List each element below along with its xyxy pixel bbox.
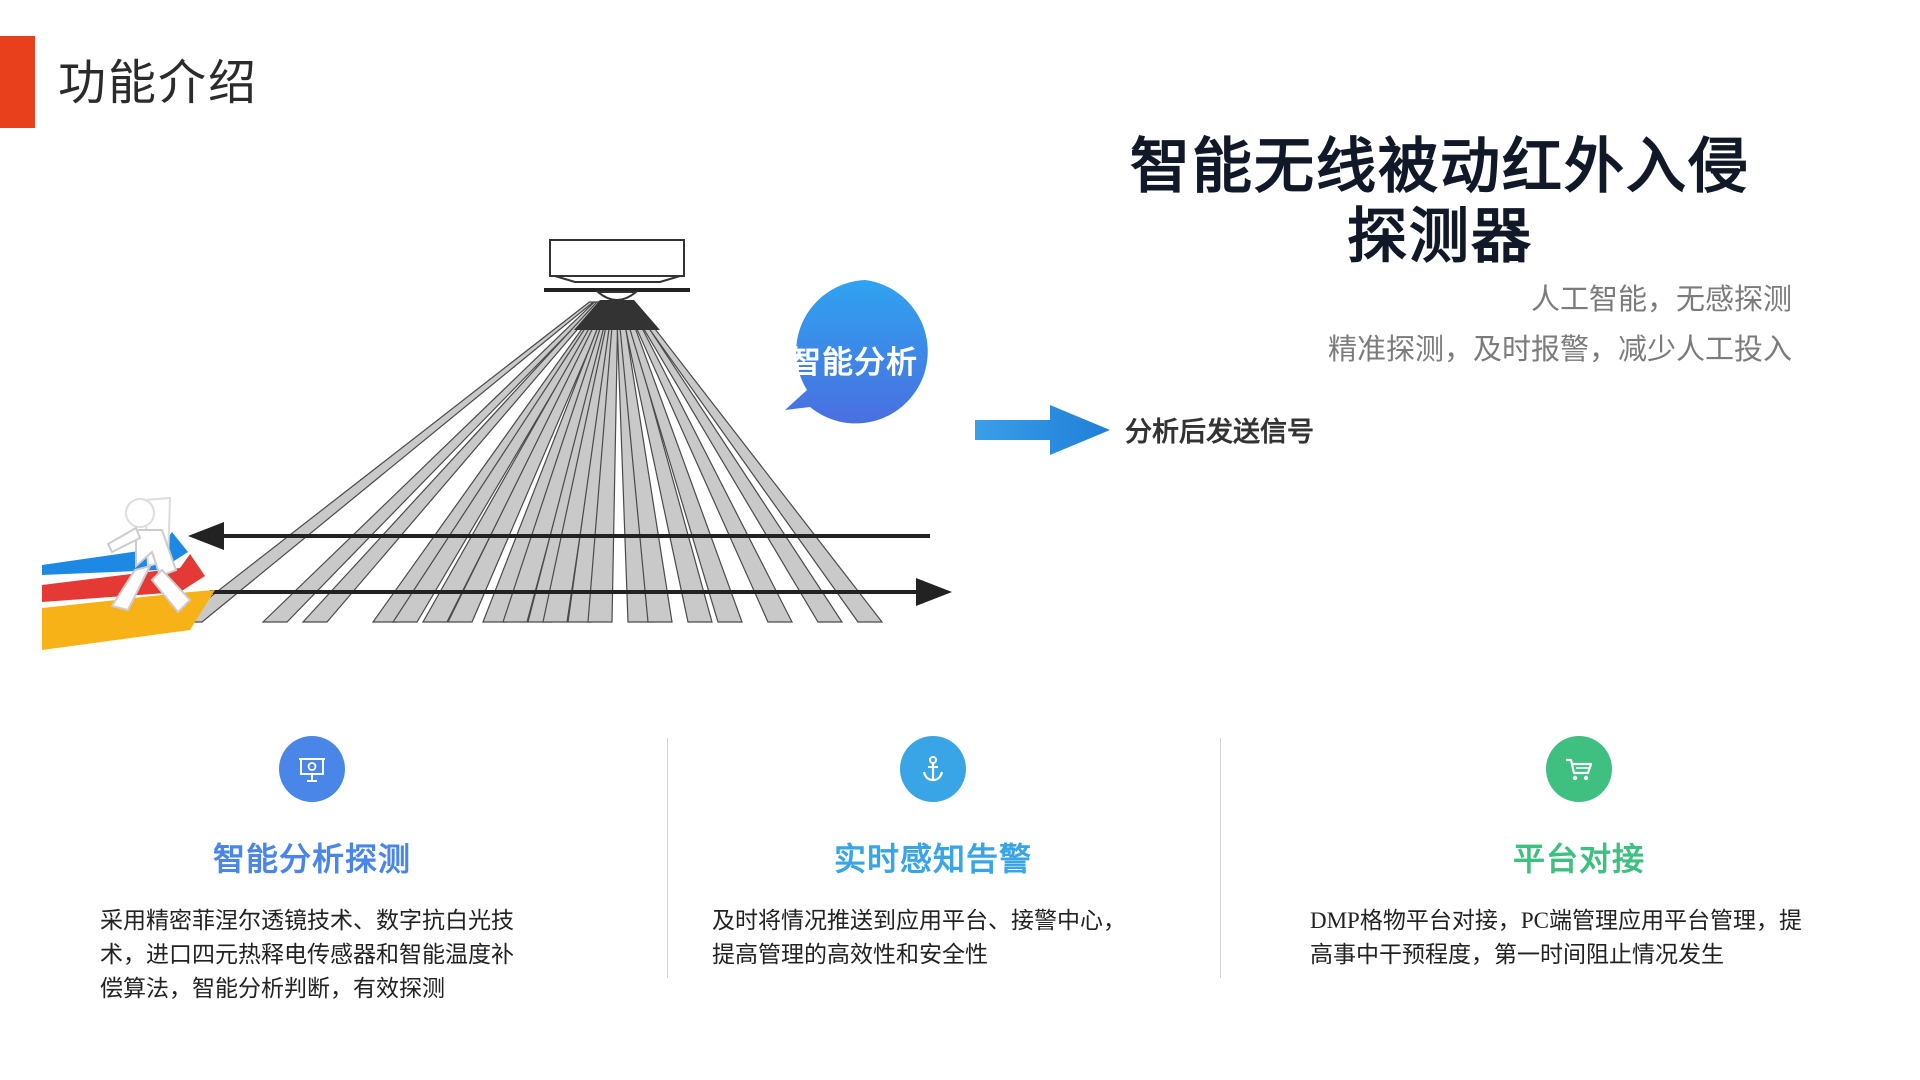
feature-desc-line: 提高管理的高效性和安全性 — [712, 942, 988, 968]
feature-desc-line: 采用精密菲涅尔透镜技术、数字抗白光技 — [100, 908, 514, 934]
feature-desc-line: 及时将情况推送到应用平台、接警中心， — [712, 908, 1126, 934]
feature-title-platform: 平台对接 — [1512, 840, 1645, 878]
column-divider — [1220, 738, 1221, 978]
column-divider — [667, 738, 668, 978]
signal-label: 分析后发送信号 — [1125, 417, 1314, 448]
beam-fan — [176, 300, 884, 623]
feature-desc-line: 术，进口四元热释电传感器和智能温度补 — [100, 942, 514, 968]
detector-diagram-svg — [42, 239, 1110, 650]
send-arrow-icon — [975, 405, 1110, 455]
feature-desc-analysis: 采用精密菲涅尔透镜技术、数字抗白光技 术，进口四元热释电传感器和智能温度补 偿算… — [100, 904, 620, 1006]
bubble-label: 智能分析 — [790, 345, 918, 381]
running-person-icon — [42, 496, 215, 650]
feature-title-alarm: 实时感知告警 — [833, 840, 1032, 878]
feature-desc-line: 偿算法，智能分析判断，有效探测 — [100, 976, 445, 1002]
subtitle-line1: 人工智能，无感探测 — [1530, 282, 1792, 316]
main-title: 智能无线被动红外入侵 探测器 — [1080, 132, 1800, 272]
subtitle-line2: 精准探测，及时报警，减少人工投入 — [1327, 332, 1792, 366]
accent-bar — [0, 36, 35, 128]
motion-arrows — [188, 522, 952, 606]
beam-hub — [574, 300, 660, 330]
section-title: 功能介绍 — [58, 55, 259, 111]
anchor-icon — [900, 736, 966, 802]
cart-icon — [1546, 736, 1612, 802]
detection-beam — [176, 301, 596, 623]
detector-device — [544, 239, 690, 301]
main-title-line1: 智能无线被动红外入侵 — [1130, 132, 1750, 202]
feature-desc-line: 高事中干预程度，第一时间阻止情况发生 — [1310, 942, 1724, 967]
feature-desc-line: DMP格物平台对接，PC端管理应用平台管理，提 — [1310, 908, 1802, 933]
detector-diagram — [40, 230, 1340, 670]
feature-title-analysis: 智能分析探测 — [212, 840, 411, 878]
analysis-bubble — [785, 280, 928, 424]
feature-desc-platform: DMP格物平台对接，PC端管理应用平台管理，提 高事中干预程度，第一时间阻止情况… — [1310, 904, 1890, 972]
presentation-icon — [279, 736, 345, 802]
feature-desc-alarm: 及时将情况推送到应用平台、接警中心， 提高管理的高效性和安全性 — [712, 904, 1212, 972]
main-title-line2: 探测器 — [1347, 202, 1533, 272]
